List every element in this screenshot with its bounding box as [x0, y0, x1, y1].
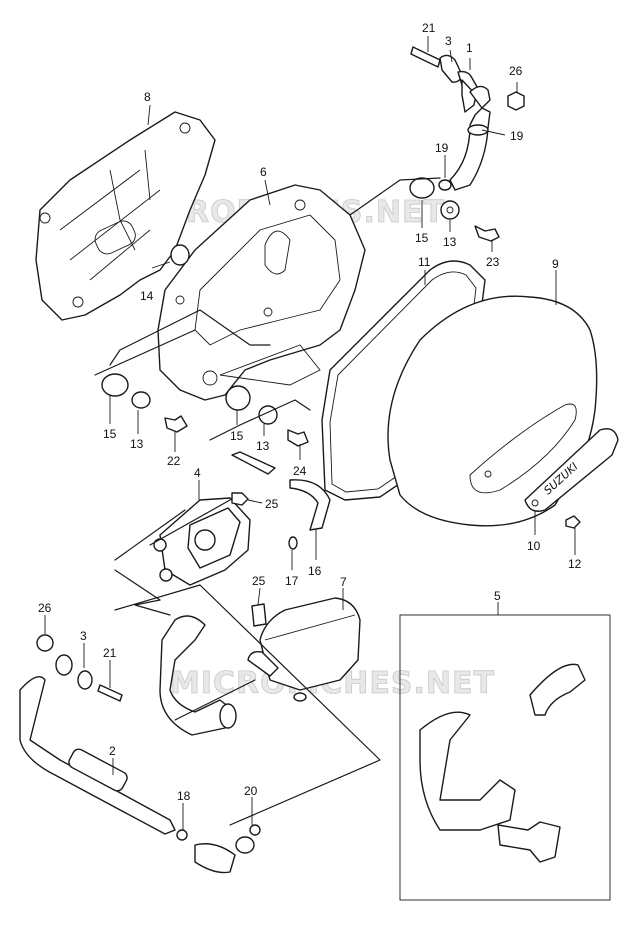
callout-13-left: 13	[130, 437, 144, 451]
callout-21-top: 21	[422, 21, 436, 35]
callout-3-left: 3	[80, 629, 87, 643]
callout-8: 8	[144, 90, 151, 104]
callout-5: 5	[494, 589, 501, 603]
leader-lines	[94, 177, 441, 826]
part-6-bracket	[157, 184, 366, 401]
callout-22: 22	[167, 454, 181, 468]
callout-11: 11	[418, 255, 431, 269]
callout-3-top: 3	[445, 34, 452, 48]
callout-1: 1	[466, 41, 473, 55]
callout-2: 2	[109, 744, 116, 758]
callout-15-mid: 15	[230, 429, 244, 443]
callout-23: 23	[486, 255, 500, 269]
part-5-kit-box	[399, 614, 611, 901]
hose-16-17	[231, 451, 331, 550]
callout-16: 16	[308, 564, 322, 578]
callout-26-top: 26	[509, 64, 523, 78]
part-9-cover	[387, 295, 598, 527]
callout-20: 20	[244, 784, 258, 798]
callout-18: 18	[177, 789, 191, 803]
callout-26-left: 26	[38, 601, 52, 615]
callout-6: 6	[260, 165, 267, 179]
callout-19-left: 19	[435, 141, 449, 155]
callout-13-top: 13	[443, 235, 457, 249]
callout-10: 10	[527, 539, 541, 553]
callout-14: 14	[140, 289, 154, 303]
callout-15-top: 15	[415, 231, 429, 245]
callout-7: 7	[340, 575, 347, 589]
callout-24: 24	[293, 464, 307, 478]
hoses-lower	[159, 615, 237, 736]
callout-21-left: 21	[103, 646, 117, 660]
callout-25-mid: 25	[265, 497, 279, 511]
callout-13-mid: 13	[256, 439, 270, 453]
callout-4: 4	[194, 466, 201, 480]
grommets-washers	[101, 244, 581, 529]
callout-12: 12	[568, 557, 582, 571]
callout-9: 9	[552, 257, 559, 271]
top-pipe-assembly	[409, 46, 525, 242]
part-4-valve	[153, 492, 251, 586]
callout-25-bottom: 25	[252, 574, 266, 588]
part-2-pipe	[19, 634, 261, 874]
callout-19-right: 19	[510, 129, 524, 143]
callout-15-left: 15	[103, 427, 117, 441]
callouts: 21 3 1 26 19 19 6 8 15 13 23 11 9 14 15 …	[38, 21, 582, 830]
callout-17: 17	[285, 574, 299, 588]
